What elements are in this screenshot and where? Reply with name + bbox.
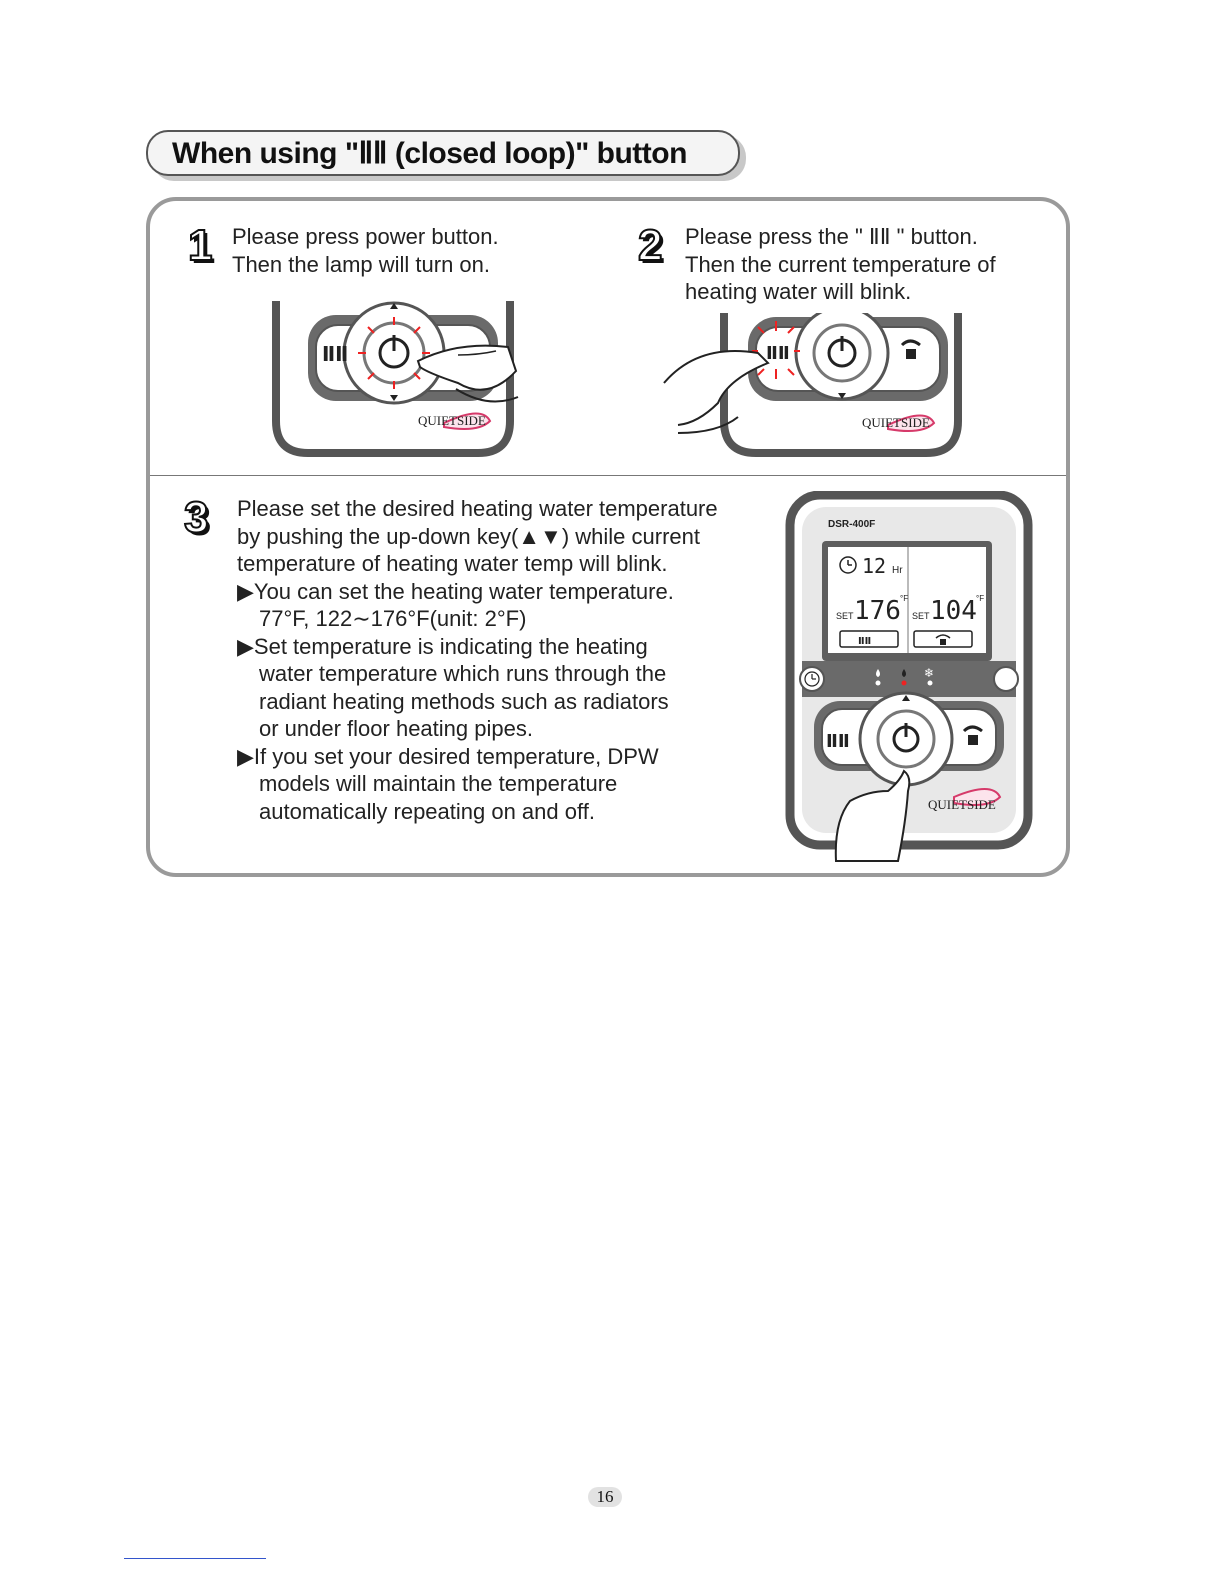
svg-text:ⅡⅡ: ⅡⅡ xyxy=(766,343,790,364)
set-label-left: SET xyxy=(836,611,854,621)
step-2-line: heating water will blink. xyxy=(685,279,912,304)
brand-logo-text: QUIETSIDE xyxy=(418,413,486,428)
step-3-bullet-cont: water temperature which runs through the xyxy=(259,661,667,686)
instruction-panel: 1 Please press power button. Then the la… xyxy=(146,197,1070,877)
step-2-number: 2 xyxy=(637,220,664,271)
set-temp-left: 176 xyxy=(854,596,901,626)
section-title: When using "ⅡⅡ (closed loop)" button xyxy=(172,137,687,170)
step-3-bullet-cont: automatically repeating on and off. xyxy=(259,798,595,824)
step-1-line: Please press power button. xyxy=(232,224,499,249)
clock-display: 12 xyxy=(862,554,886,578)
svg-text:ⅡⅡ: ⅡⅡ xyxy=(322,342,348,366)
step-3-line: Please set the desired heating water tem… xyxy=(237,496,718,521)
svg-text:❄: ❄ xyxy=(924,666,934,680)
step-3-line: temperature of heating water temp will b… xyxy=(237,551,668,576)
set-label-right: SET xyxy=(912,611,930,621)
svg-text:ⅡⅡ: ⅡⅡ xyxy=(826,731,850,752)
temp-unit-left: °F xyxy=(900,594,908,603)
step-1-controller-illustration: ⅡⅡ QUIETSIDE xyxy=(272,301,519,457)
step-2-controller-illustration: ⅡⅡ QUIETSIDE xyxy=(663,313,962,457)
step-1-text: Please press power button. Then the lamp… xyxy=(232,223,499,278)
footer-rule xyxy=(124,1558,266,1559)
panel-divider xyxy=(150,475,1066,476)
page-number: 16 xyxy=(588,1487,622,1507)
clock-unit: Hr xyxy=(892,565,903,576)
svg-text:ⅡⅡ: ⅡⅡ xyxy=(858,636,871,647)
step-3-line: by pushing the up-down key(▲▼) while cur… xyxy=(237,523,700,549)
step-3-controller-illustration: DSR-400F 12 Hr SET 176 °F SET 104 °F ⅡⅡ … xyxy=(785,491,1033,862)
step-3-bullet-cont: 77°F, 122∼176°F(unit: 2°F) xyxy=(259,606,527,631)
step-3-bullet: ▶Set temperature is indicating the heati… xyxy=(237,633,648,659)
step-3-bullet-cont: models will maintain the temperature xyxy=(259,771,618,796)
step-2-line: Then the current temperature of xyxy=(685,251,996,277)
step-1-line: Then the lamp will turn on. xyxy=(232,251,491,277)
brand-logo-text: QUIETSIDE xyxy=(862,415,930,430)
step-1-number: 1 xyxy=(187,220,214,271)
step-3-bullet-cont: or under floor heating pipes. xyxy=(259,716,533,741)
brand-logo-text: QUIETSIDE xyxy=(928,797,996,812)
step-3-text: Please set the desired heating water tem… xyxy=(237,495,718,825)
step-3-bullet: ▶You can set the heating water temperatu… xyxy=(237,578,674,604)
step-2-line: Please press the " ⅡⅡ " button. xyxy=(685,224,978,249)
step-3-number: 3 xyxy=(183,492,210,543)
step-2-text: Please press the " ⅡⅡ " button. Then the… xyxy=(685,223,996,306)
section-title-pill: When using "ⅡⅡ (closed loop)" button xyxy=(146,130,740,176)
step-3-bullet-cont: radiant heating methods such as radiator… xyxy=(259,688,669,714)
step-3-bullet: ▶If you set your desired temperature, DP… xyxy=(237,743,659,769)
set-temp-right: 104 xyxy=(930,596,977,626)
temp-unit-right: °F xyxy=(976,594,984,603)
model-label: DSR-400F xyxy=(828,519,875,530)
